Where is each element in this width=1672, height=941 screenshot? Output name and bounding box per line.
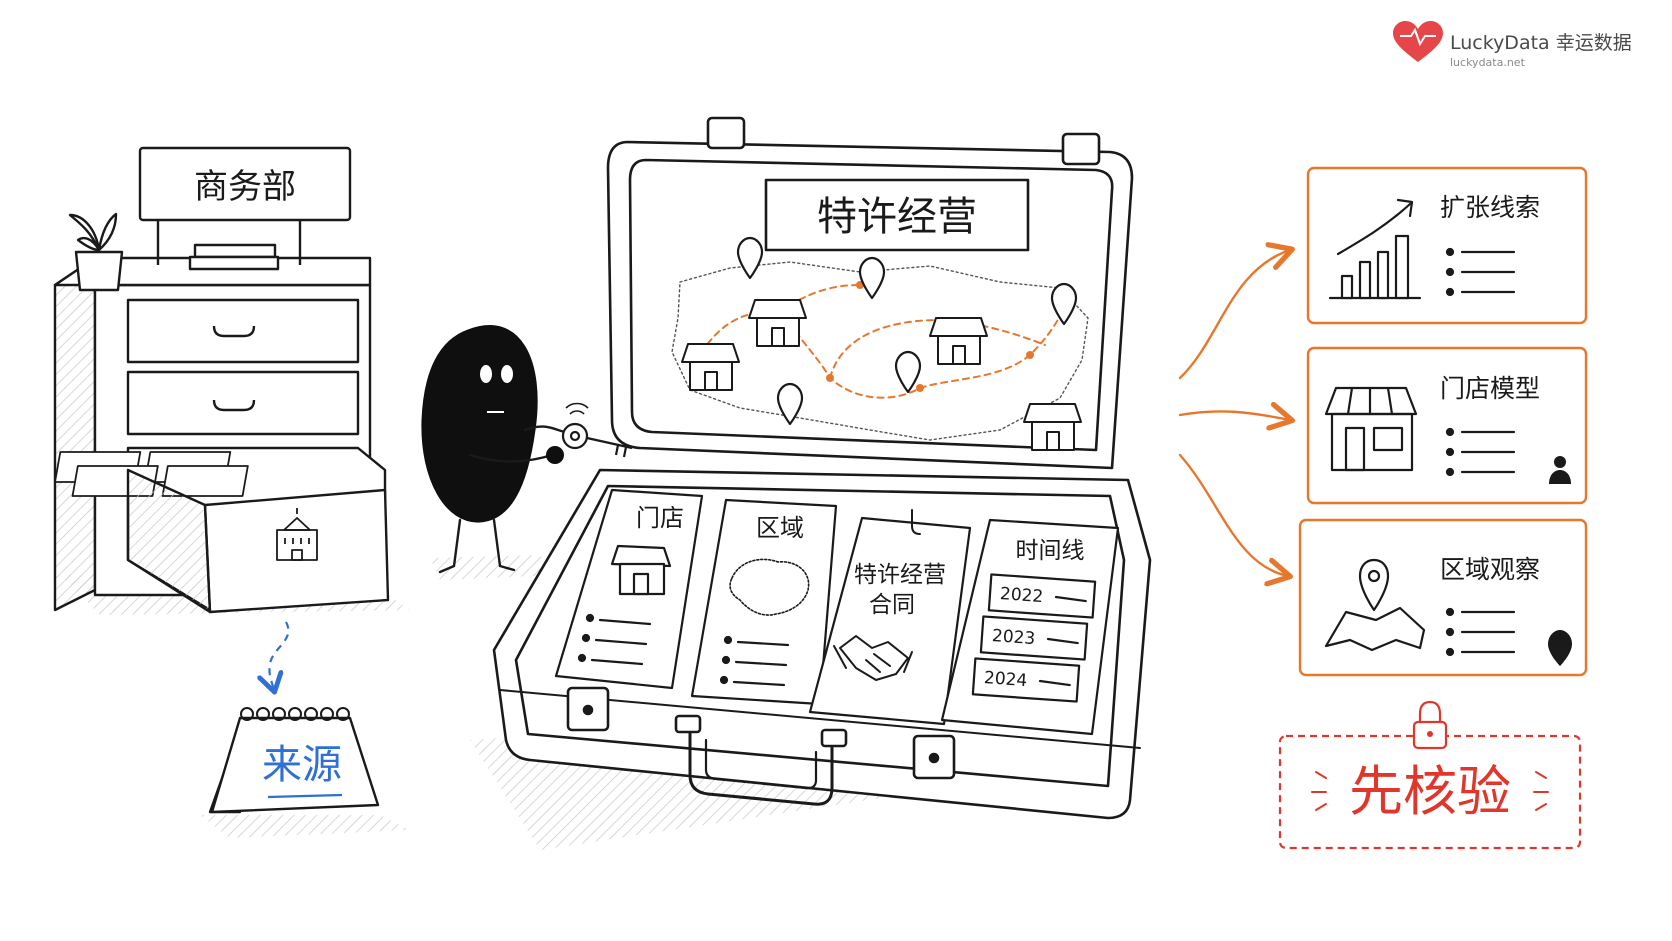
output-title-region-insights: 区域观察 (1440, 555, 1540, 584)
suitcase-handle (688, 724, 834, 806)
map-store-icon (929, 317, 988, 365)
verify-box: 先核验 (1278, 700, 1582, 850)
suitcase: 特许经营 (470, 116, 1152, 850)
card-region-list (719, 635, 790, 687)
output-list-region-insights (1445, 607, 1516, 657)
timeline-entry-2024: 2024 (971, 657, 1081, 703)
card-stores-list (577, 613, 652, 666)
plant-pot (74, 250, 124, 292)
filing-cabinet: 商务部 (53, 146, 410, 615)
department-sign (138, 146, 352, 222)
character (421, 325, 633, 580)
timeline-entry-2022: 2022 (987, 573, 1097, 619)
card-region: 区域 (690, 498, 838, 706)
brand-name: LuckyData 幸运数据 (1450, 32, 1632, 54)
timeline-year: 2024 (983, 668, 1028, 691)
source-label: 来源 (262, 742, 342, 788)
key-icon (561, 402, 633, 458)
cabinet-drawer-middle (126, 370, 360, 436)
store-icon (610, 544, 672, 596)
output-card-store-model (1306, 346, 1588, 505)
card-contract: 特许经营 合同 (808, 509, 972, 726)
card-stores-title: 门店 (636, 504, 684, 532)
timeline-year: 2022 (999, 584, 1044, 607)
arrow-to-region-insights (1178, 453, 1288, 576)
store-model-icon (1324, 386, 1418, 472)
location-pin-icon (1548, 630, 1572, 666)
map-pin-icon (776, 382, 804, 426)
card-contract-title-line1: 特许经营 (854, 562, 946, 588)
region-map-icon (1324, 558, 1426, 652)
map-store-icon (681, 343, 740, 391)
card-stores: 门店 (554, 488, 704, 690)
character-eye-left (480, 365, 492, 383)
map-pin-icon (858, 256, 886, 300)
card-timeline: 时间线 2022 2023 2024 (940, 518, 1120, 736)
lid-title: 特许经营 (817, 194, 977, 240)
output-title-expansion-leads: 扩张线索 (1440, 193, 1540, 222)
card-timeline-title: 时间线 (1016, 538, 1085, 564)
department-sign-label: 商务部 (194, 167, 296, 207)
card-region-title: 区域 (756, 514, 804, 542)
person-icon (1549, 456, 1571, 484)
timeline-year: 2023 (991, 626, 1036, 649)
verify-label: 先核验 (1349, 760, 1511, 823)
map-store-icon (748, 299, 807, 347)
map-pin-icon (736, 236, 764, 280)
lid-title-plate (764, 178, 1030, 252)
output-list-expansion-leads (1445, 247, 1516, 297)
source-calendar: 来源 (200, 707, 410, 838)
output-title-store-model: 门店模型 (1440, 374, 1540, 403)
brand-url: luckydata.net (1450, 56, 1526, 69)
map-pin-icon (894, 350, 922, 394)
calendar-rings (240, 707, 350, 721)
brand-logo: LuckyData 幸运数据 luckydata.net (1393, 21, 1632, 69)
arrow-to-expansion-leads (1178, 250, 1290, 380)
heart-icon (1393, 21, 1443, 62)
output-list-store-model (1445, 427, 1516, 477)
output-card-region-insights (1298, 518, 1588, 677)
card-contract-title-line2: 合同 (869, 592, 915, 618)
arrow-to-store-model (1178, 411, 1290, 420)
china-map-icon (729, 558, 810, 616)
handshake-icon (833, 635, 913, 681)
map-pin-icon (1050, 282, 1078, 326)
growth-chart-icon (1328, 198, 1422, 300)
character-eye-right (501, 365, 513, 383)
timeline-entry-2023: 2023 (979, 615, 1089, 661)
lock-icon (1412, 700, 1448, 750)
building-icon (276, 508, 318, 561)
source-arrow (269, 621, 290, 690)
cabinet-drawer-top (126, 298, 360, 364)
output-card-expansion-leads (1306, 166, 1588, 325)
map-store-icon (1023, 403, 1082, 451)
